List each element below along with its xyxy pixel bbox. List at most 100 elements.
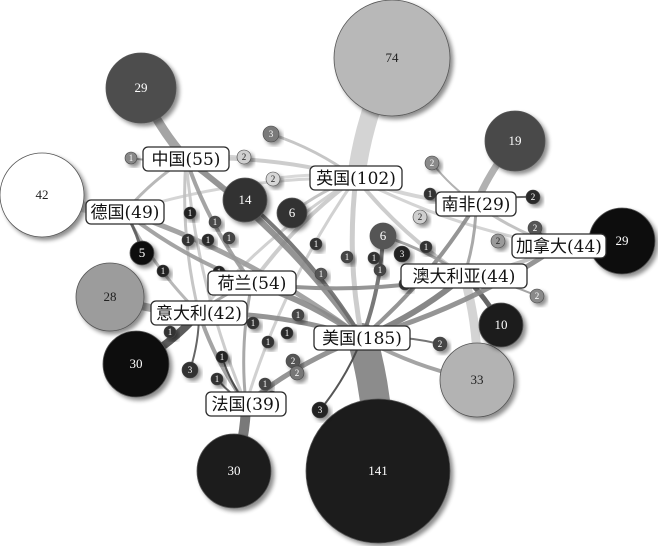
small-node-circle bbox=[432, 336, 448, 352]
bubble-value: 14 bbox=[239, 192, 253, 207]
count-bubble-n_6b: 6 bbox=[369, 222, 397, 250]
bubble-value: 6 bbox=[380, 228, 387, 243]
small-node-circle bbox=[208, 215, 222, 229]
small-node-value: 1 bbox=[314, 239, 319, 249]
small-node-value: 3 bbox=[400, 249, 405, 259]
edge-uk-usa bbox=[349, 175, 365, 341]
country-label-canada: 加拿大(44) bbox=[511, 233, 607, 259]
count-bubble-n_14: 14 bbox=[222, 177, 268, 223]
label-layer: 英国(102)中国(55)德国(49)南非(29)加拿大(44)荷兰(54)澳大… bbox=[85, 146, 607, 417]
bubble-circle bbox=[484, 110, 546, 172]
small-node-value: 2 bbox=[418, 212, 423, 222]
small-node-s21: 1 bbox=[367, 251, 381, 265]
count-bubble-n_ten: 10 bbox=[478, 302, 524, 348]
small-node-circle bbox=[215, 350, 229, 364]
small-node-value: 1 bbox=[345, 252, 350, 262]
country-label-text: 南非(29) bbox=[442, 195, 511, 215]
small-node-s33: 3 bbox=[393, 245, 411, 263]
small-node-circle bbox=[423, 187, 437, 201]
count-bubble-n_italy2: 30 bbox=[102, 330, 170, 398]
count-bubble-n_canada: 29 bbox=[588, 207, 656, 275]
country-label-box bbox=[435, 191, 517, 217]
small-node-value: 2 bbox=[295, 368, 300, 378]
small-node-value: 1 bbox=[424, 242, 429, 252]
small-node-circle bbox=[424, 155, 440, 171]
small-node-s22: 1 bbox=[314, 267, 328, 281]
bubble-circle bbox=[196, 433, 272, 509]
small-node-circle bbox=[236, 149, 252, 165]
small-node-value: 3 bbox=[318, 405, 323, 415]
small-node-s17: 1 bbox=[222, 231, 236, 245]
small-node-s9: 2 bbox=[527, 220, 543, 236]
small-node-s2: 1 bbox=[124, 151, 138, 165]
small-node-s20: 1 bbox=[340, 250, 354, 264]
small-node-value: 1 bbox=[215, 374, 220, 384]
country-label-text: 英国(102) bbox=[316, 169, 396, 189]
small-node-value: 1 bbox=[266, 337, 271, 347]
small-node-s28: 1 bbox=[215, 350, 229, 364]
country-label-box bbox=[400, 263, 528, 289]
bubble-value: 28 bbox=[104, 289, 117, 304]
bubble-circle bbox=[0, 152, 85, 238]
small-node-circle bbox=[525, 189, 541, 205]
small-node-s25: 1 bbox=[291, 308, 305, 322]
edge-china-france bbox=[184, 157, 248, 406]
bubble-value: 29 bbox=[135, 80, 148, 95]
bubble-value: 33 bbox=[471, 372, 484, 387]
small-node-circle bbox=[490, 233, 506, 249]
small-node-circle bbox=[183, 206, 197, 220]
country-label-box bbox=[207, 270, 297, 296]
small-node-value: 1 bbox=[206, 235, 211, 245]
bubble-circle bbox=[478, 302, 524, 348]
small-node-circle bbox=[258, 377, 272, 391]
bubble-circle bbox=[222, 177, 268, 223]
bubble-value: 30 bbox=[228, 463, 241, 478]
small-node-s11: 2 bbox=[529, 288, 545, 304]
small-node-circle bbox=[181, 233, 195, 247]
small-node-value: 1 bbox=[263, 379, 268, 389]
small-node-value: 1 bbox=[220, 352, 225, 362]
bubble-value: 6 bbox=[289, 205, 296, 220]
small-node-s34: 3 bbox=[181, 361, 199, 379]
small-node-value: 1 bbox=[161, 266, 166, 276]
small-node-s39: 1 bbox=[246, 316, 260, 330]
small-node-circle bbox=[201, 233, 215, 247]
country-label-text: 意大利(42) bbox=[156, 304, 242, 324]
count-bubble-n_5: 5 bbox=[129, 240, 155, 266]
small-node-s4: 2 bbox=[265, 171, 281, 187]
small-node-value: 1 bbox=[285, 328, 290, 338]
small-node-circle bbox=[280, 326, 294, 340]
country-label-text: 澳大利亚(44) bbox=[413, 267, 516, 287]
small-node-value: 2 bbox=[496, 236, 501, 246]
bubble-value: 141 bbox=[368, 463, 388, 478]
bubble-circle bbox=[333, 0, 451, 117]
bubble-value: 30 bbox=[130, 356, 143, 371]
small-node-value: 1 bbox=[428, 189, 433, 199]
country-label-box bbox=[205, 391, 287, 417]
small-node-circle bbox=[262, 125, 280, 143]
count-bubble-n_sa: 19 bbox=[484, 110, 546, 172]
small-node-circle bbox=[289, 365, 305, 381]
count-bubble-n_china: 29 bbox=[105, 52, 177, 124]
small-node-value: 2 bbox=[438, 339, 443, 349]
edge-usa-china bbox=[183, 156, 365, 341]
count-bubble-n_aus: 33 bbox=[439, 342, 515, 418]
small-node-circle bbox=[529, 288, 545, 304]
bubble-circle bbox=[75, 262, 145, 332]
small-node-s8: 2 bbox=[412, 209, 428, 225]
bubble-value: 29 bbox=[616, 233, 629, 248]
small-node-s35: 1 bbox=[419, 240, 433, 254]
bubble-value: 42 bbox=[36, 187, 49, 202]
small-node-s14: 1 bbox=[208, 215, 222, 229]
country-label-box bbox=[150, 300, 248, 326]
small-node-value: 1 bbox=[378, 265, 383, 275]
small-node-value: 2 bbox=[271, 174, 276, 184]
bubble-circle bbox=[369, 222, 397, 250]
small-node-circle bbox=[419, 240, 433, 254]
bubble-circle bbox=[276, 197, 308, 229]
bubble-value: 19 bbox=[509, 133, 522, 148]
small-node-circle bbox=[412, 209, 428, 225]
bubble-value: 74 bbox=[386, 50, 400, 65]
small-node-circle bbox=[314, 267, 328, 281]
